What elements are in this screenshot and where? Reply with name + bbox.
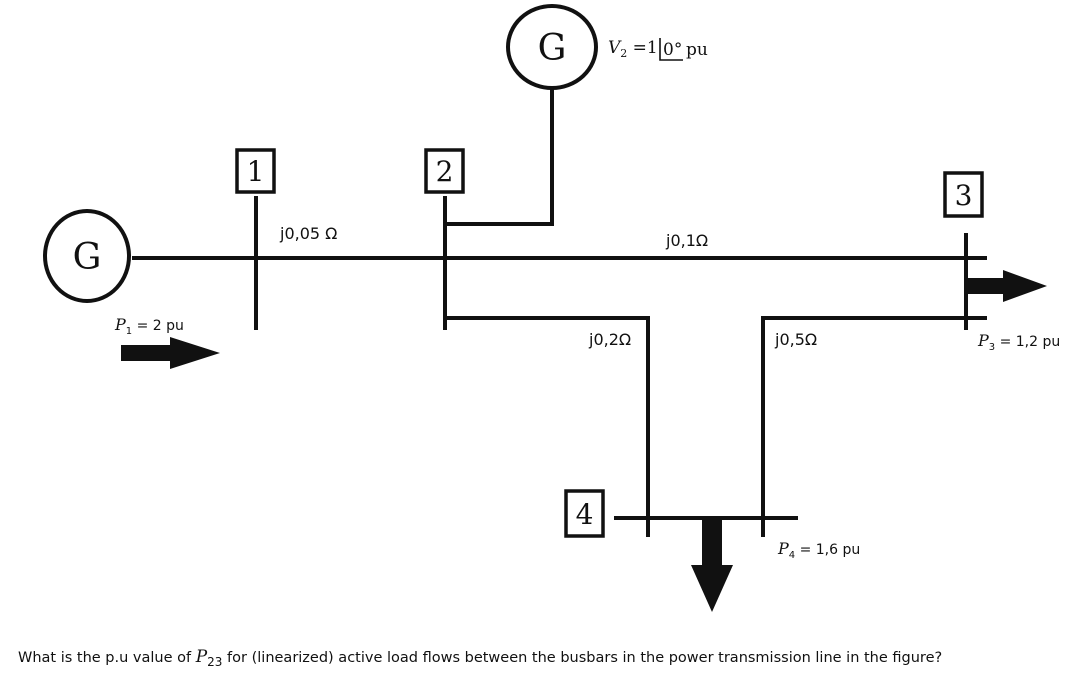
top-generator: G (506, 4, 598, 90)
line-3-4 (761, 316, 987, 537)
p3-arrow (968, 270, 1047, 302)
question-after: for (linearized) active load flows betwe… (222, 650, 943, 666)
top-generator-circle (506, 4, 598, 90)
left-generator-label: G (73, 237, 102, 278)
question-subscript: 23 (207, 654, 223, 669)
question-symbol: P (195, 647, 208, 667)
svg-text:P1 = 2 pu: P1 = 2 pu (114, 315, 184, 337)
svg-text:P4 = 1,6 pu: P4 = 1,6 pu (777, 539, 860, 561)
angle-symbol (659, 38, 683, 61)
impedance-2-4: j0,2Ω (588, 330, 631, 349)
impedance-3-4: j0,5Ω (774, 330, 817, 349)
p1-label: P1 = 2 pu (114, 315, 184, 337)
angle-value: 0° (663, 40, 682, 60)
question-before: What is the p.u value of (18, 650, 196, 666)
bus1-label: 1 (235, 148, 276, 194)
svg-text:3: 3 (955, 179, 973, 212)
svg-text:V2 =1: V2 =1 (608, 38, 658, 60)
p1-arrow (121, 337, 220, 369)
bus2-label: 2 (424, 148, 465, 194)
line-2-4 (445, 316, 650, 537)
bus4-label: 4 (564, 489, 605, 538)
top-generator-connection (445, 89, 554, 226)
voltage-label: V2 =1 0° pu (608, 38, 708, 61)
top-generator-label: G (538, 28, 567, 69)
left-generator: G (43, 209, 131, 303)
svg-text:P3 = 1,2 pu: P3 = 1,2 pu (977, 331, 1060, 353)
question-text: What is the p.u value of P23 for (linear… (18, 647, 942, 669)
p3-label: P3 = 1,2 pu (977, 331, 1060, 353)
impedance-2-3: j0,1Ω (665, 231, 708, 250)
p4-arrow (691, 520, 733, 612)
voltage-unit: pu (686, 40, 708, 60)
impedance-1-2: j0,05 Ω (279, 224, 337, 243)
left-generator-circle (43, 209, 131, 303)
bus3-label: 3 (943, 171, 984, 218)
svg-text:2: 2 (436, 155, 454, 188)
svg-text:1: 1 (247, 155, 265, 188)
svg-text:4: 4 (576, 498, 594, 531)
p4-label: P4 = 1,6 pu (777, 539, 860, 561)
